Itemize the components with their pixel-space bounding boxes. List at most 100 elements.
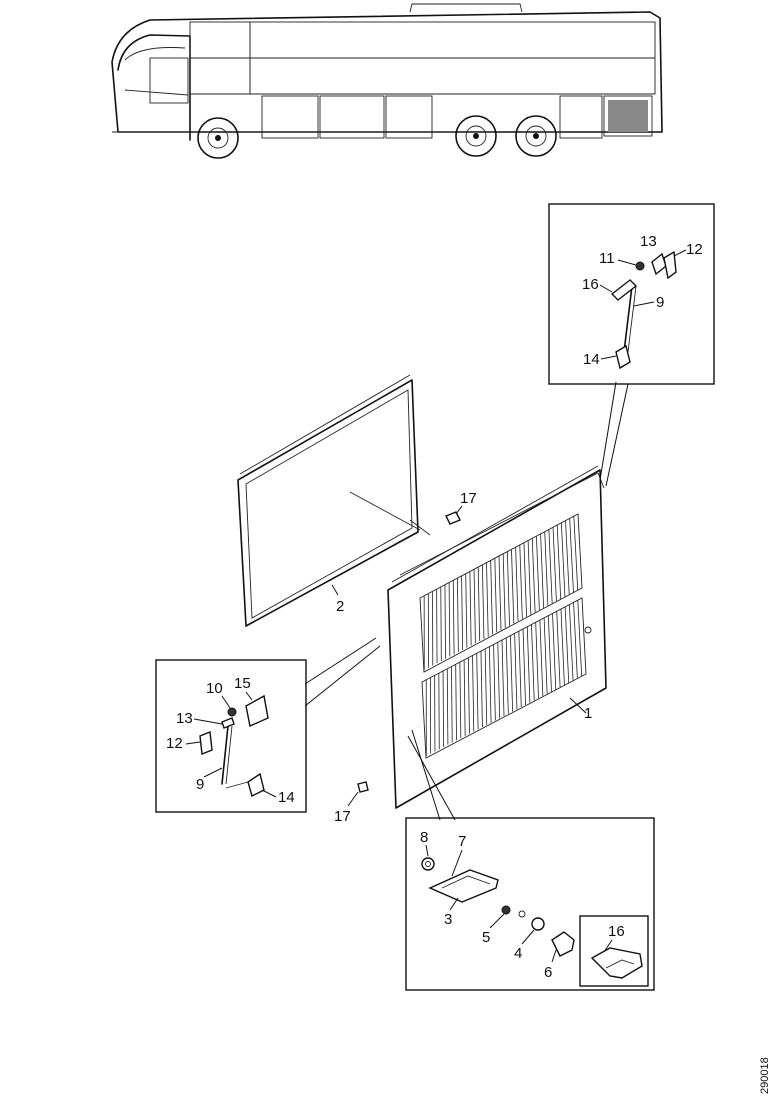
callout-latch-6: 6 [544,964,552,981]
callout-hinge-left-14: 14 [278,789,295,806]
grille-slat [531,538,536,613]
grille-slat [540,533,545,608]
grille-slat [505,637,509,714]
callout-fastener-top: 17 [460,490,477,507]
upper-grille-slats [423,516,579,670]
grille-slat [560,522,566,597]
grille-slat [526,626,531,703]
grille-slat [463,659,466,736]
grille-slat [531,624,535,701]
callout-latch-16: 16 [608,923,625,940]
grille-slat [501,639,505,717]
grille-slat [506,551,510,626]
grille-slat [535,622,539,699]
grille-slat [446,668,449,745]
inset-leaders [304,381,629,821]
grille-slat [440,586,442,661]
fastener-left [357,781,369,793]
grille-slat [484,648,488,725]
grille-slat [564,606,570,683]
callout-hinge-left-13: 13 [176,710,193,727]
grille-slat [544,531,549,606]
grille-slat [461,575,464,650]
grille-slat [457,578,459,653]
callout-latch-4: 4 [514,945,522,962]
callout-hinge-left-10: 10 [206,680,223,697]
grille-slat [477,567,481,642]
callout-hinge-top-11: 11 [599,250,615,267]
document-id: 290018 [759,1057,771,1094]
callout-labels: 1 2 17 17 13 11 12 16 9 14 10 15 13 12 9… [166,233,703,981]
grille-slat [465,573,468,648]
grille-slat [552,613,557,690]
grille-slat [480,651,483,728]
callout-latch-3: 3 [444,911,452,928]
grille-slat [547,615,552,692]
seal-frame [237,374,421,627]
grille-slat [556,611,561,688]
grille-slat [497,642,501,719]
grille-slat [486,562,489,637]
grille-slat [577,600,583,677]
callout-hinge-top-13: 13 [640,233,657,250]
grille-slat [494,558,498,633]
grille-slat [455,664,457,741]
grille-slat [502,553,506,628]
callout-seal-frame: 2 [336,598,344,615]
fastener-top [445,511,461,525]
rear-wheel-2 [515,115,557,157]
lower-grille-slats [425,600,583,756]
callout-hinge-top-12: 12 [686,241,703,258]
grille-slat [556,525,562,600]
grille-slat [444,584,446,659]
grille-slat [473,569,476,644]
grille-slat [481,564,485,639]
grille-slat [522,628,526,705]
callout-hinge-top-16: 16 [582,276,599,293]
grille-slat [552,527,557,602]
callout-hinge-left-15: 15 [234,675,251,692]
grille-slat [527,540,532,615]
inset-hinge-top [548,203,715,385]
grille-slat [568,604,574,681]
grille-slat [560,609,565,686]
grille-slat [510,635,514,712]
grille-slat [493,644,496,721]
grille-slat [511,549,515,624]
grille-slat [467,657,470,734]
grille-slat [451,666,453,743]
grille-slat [514,633,518,710]
front-wheel [197,117,239,159]
grille-panel [387,465,607,809]
inset-hinge-left [155,659,307,813]
grille-slat [565,520,570,595]
grille-slat [452,580,455,655]
callout-latch-5: 5 [482,929,490,946]
callout-hinge-top-14: 14 [583,351,600,368]
grille-slat [498,555,502,631]
grille-slat [548,529,553,604]
callout-fastener-left: 17 [334,808,351,825]
callout-latch-7: 7 [458,833,466,850]
callout-hinge-top-9: 9 [656,294,664,311]
grille-slat [523,542,527,617]
callout-latch-8: 8 [420,829,428,846]
grille-slat [569,518,574,593]
grille-slat [519,544,523,619]
grille-slat [459,662,462,739]
inset-latch [405,817,655,991]
grille-slat [476,653,479,730]
rear-grille [603,95,653,137]
grille-slat [490,560,493,635]
callout-main-panel: 1 [584,705,592,722]
callout-hinge-left-9: 9 [196,776,204,793]
grille-slat [442,670,444,747]
grille-slat [518,631,522,708]
grille-slat [448,582,451,657]
bus-illustration [111,3,663,159]
grille-slat [573,602,578,679]
callout-hinge-left-12: 12 [166,735,183,752]
grille-slat [469,571,472,646]
grille-slat [488,646,492,723]
grille-slat [536,536,540,611]
